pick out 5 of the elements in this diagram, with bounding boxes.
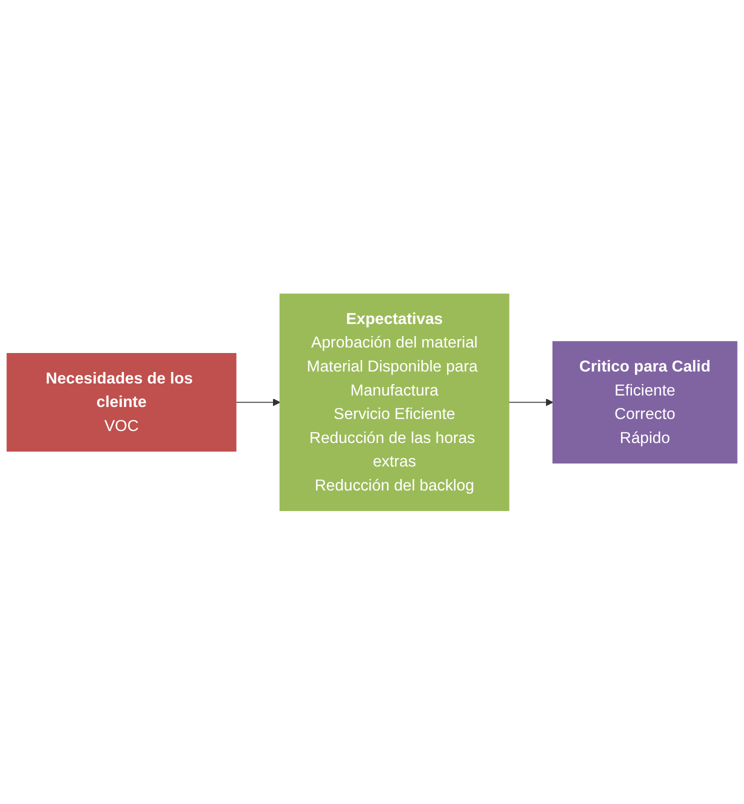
node-box: Critico para Calid Eficiente Correcto Rápido — [552, 340, 738, 464]
arrow — [508, 398, 554, 406]
arrow — [236, 398, 280, 406]
node-box: Expectativas Aprobación del material Material Disponible para Manufactura Servicio Eficiente Reducción de las horas extras Reducción del backlog — [280, 293, 510, 511]
node-box: Necesidades de los cleinte VOC — [6, 352, 236, 452]
